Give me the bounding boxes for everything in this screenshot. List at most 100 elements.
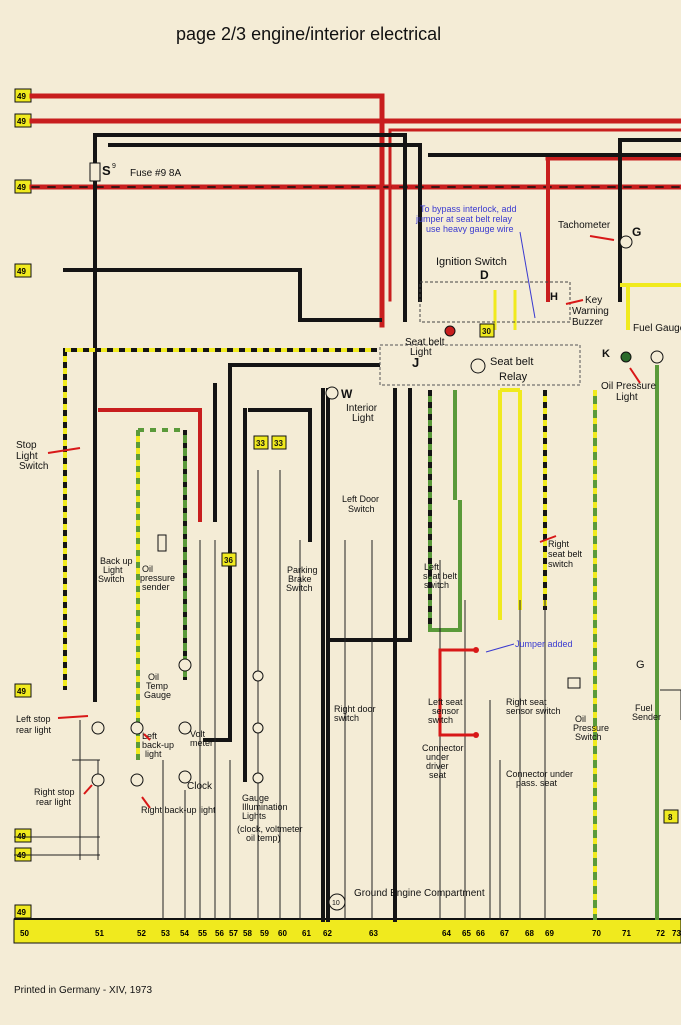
circuit-number: 62	[323, 929, 332, 938]
tach-arrow	[589, 235, 615, 241]
circuit-number: 58	[243, 929, 252, 938]
left-backup-1: Left	[142, 731, 158, 741]
circuit-number: 72	[656, 929, 665, 938]
circuit-number: 60	[278, 929, 287, 938]
fuel-sender-1: Fuel	[635, 703, 653, 713]
edge-terminal-box	[14, 904, 32, 919]
bypass-pointer	[519, 231, 536, 319]
left-stop-arrow	[57, 715, 89, 719]
edge-terminal-label: 49	[17, 908, 26, 917]
right-stop-light-icon	[91, 773, 105, 787]
circuit-number: 61	[302, 929, 311, 938]
left-door-2: Switch	[348, 504, 375, 514]
seatbelt-relay-box	[379, 344, 581, 386]
jumper-node-top	[473, 647, 479, 653]
box-30-label: 30	[482, 327, 491, 336]
edge-terminal-label: 49	[17, 267, 26, 276]
right-belt-3: switch	[548, 559, 573, 569]
striped-wires	[63, 283, 681, 920]
parking-brake-1: Parking	[287, 565, 318, 575]
conn-driver-1: Connector	[422, 743, 464, 753]
edge-terminal-label: 49	[17, 117, 26, 126]
oil-temp-1: Oil	[148, 672, 159, 682]
left-belt-3: switch	[424, 580, 449, 590]
tachometer-gauge-icon	[619, 235, 633, 249]
buzzer-label-1: Key	[585, 295, 602, 306]
circuit-number: 68	[525, 929, 534, 938]
oil-sender-icon	[157, 534, 167, 552]
oil-switch-2: Pressure	[573, 723, 609, 733]
left-backup-2: back-up	[142, 740, 174, 750]
right-backup-label: Right back-up light	[141, 805, 216, 815]
ground-symbol-num: 10	[332, 900, 340, 907]
right-sensor-2: sensor switch	[506, 706, 561, 716]
interior-light-icon	[325, 386, 339, 400]
box-33a	[253, 435, 269, 450]
stop-switch-arrow	[47, 447, 81, 454]
right-belt-2: seat belt	[548, 549, 583, 559]
thin-wires	[14, 470, 681, 920]
parking-brake-3: Switch	[286, 583, 313, 593]
ground-symbol-icon	[328, 893, 346, 911]
left-sensor-2: sensor	[432, 706, 459, 716]
circuit-number: 70	[592, 929, 601, 938]
page-title: page 2/3 engine/interior electrical	[176, 24, 441, 44]
fuse-symbol	[89, 162, 101, 182]
stop-switch-2: Light	[16, 451, 38, 462]
circuit-number: 69	[545, 929, 554, 938]
gauge-lights-2: Illumination	[242, 802, 288, 812]
circuit-number: 57	[229, 929, 238, 938]
right-belt-1: Right	[548, 539, 570, 549]
relay-label-2: Relay	[499, 371, 528, 383]
right-stop-arrow	[83, 784, 93, 795]
conn-driver-3: driver	[426, 761, 449, 771]
gauge-lights-4: (clock, voltmeter	[237, 824, 303, 834]
fuse-sup: 9	[112, 163, 116, 170]
bypass-note-1: To bypass interlock, add	[420, 204, 517, 214]
circuit-number: 73	[672, 929, 681, 938]
black-wires	[63, 133, 681, 922]
bypass-note-3: use heavy gauge wire	[426, 224, 514, 234]
gauge-light-2-icon	[252, 722, 264, 734]
edge-terminal-label: 49	[17, 687, 26, 696]
edge-terminal-box	[14, 683, 32, 698]
gauge-lights-1: Gauge	[242, 793, 269, 803]
oil-light-arrow	[629, 367, 641, 384]
right-belt-arrow	[539, 535, 557, 543]
gauge-lights-5: oil temp)	[246, 833, 281, 843]
footer-print-note: Printed in Germany - XIV, 1973	[14, 985, 152, 996]
box-36-label: 36	[224, 556, 233, 565]
oil-temp-gauge-icon	[178, 658, 192, 672]
ignition-switch-label: Ignition Switch	[436, 256, 507, 268]
circuit-number: 64	[442, 929, 451, 938]
circuit-number: 51	[95, 929, 104, 938]
left-backup-3: light	[145, 749, 162, 759]
oil-temp-3: Gauge	[144, 690, 171, 700]
stop-switch-1: Stop	[16, 440, 37, 451]
box-33a-label: 33	[256, 439, 265, 448]
oil-sender-3: sender	[142, 582, 170, 592]
circuit-number: 54	[180, 929, 189, 938]
circuit-number: 65	[462, 929, 471, 938]
oil-pressure-switch-icon	[567, 677, 581, 689]
relay-label-1: Seat belt	[490, 356, 533, 368]
relay-symbol: J	[412, 355, 419, 370]
circuit-number: 55	[198, 929, 207, 938]
box-8	[663, 809, 679, 824]
oil-switch-1: Oil	[575, 714, 586, 724]
volt-meter-2: meter	[190, 738, 213, 748]
oil-switch-3: Switch	[575, 732, 602, 742]
conn-driver-2: under	[426, 752, 449, 762]
box-33b	[271, 435, 287, 450]
conn-pass-2: pass. seat	[516, 778, 558, 788]
circuit-number: 50	[20, 929, 29, 938]
parking-brake-2: Brake	[288, 574, 312, 584]
conn-driver-4: seat	[429, 770, 447, 780]
gauge-light-1-icon	[252, 670, 264, 682]
gauge-light-3-icon	[252, 772, 264, 784]
left-stop-2: rear light	[16, 725, 52, 735]
circuit-number: 71	[622, 929, 631, 938]
